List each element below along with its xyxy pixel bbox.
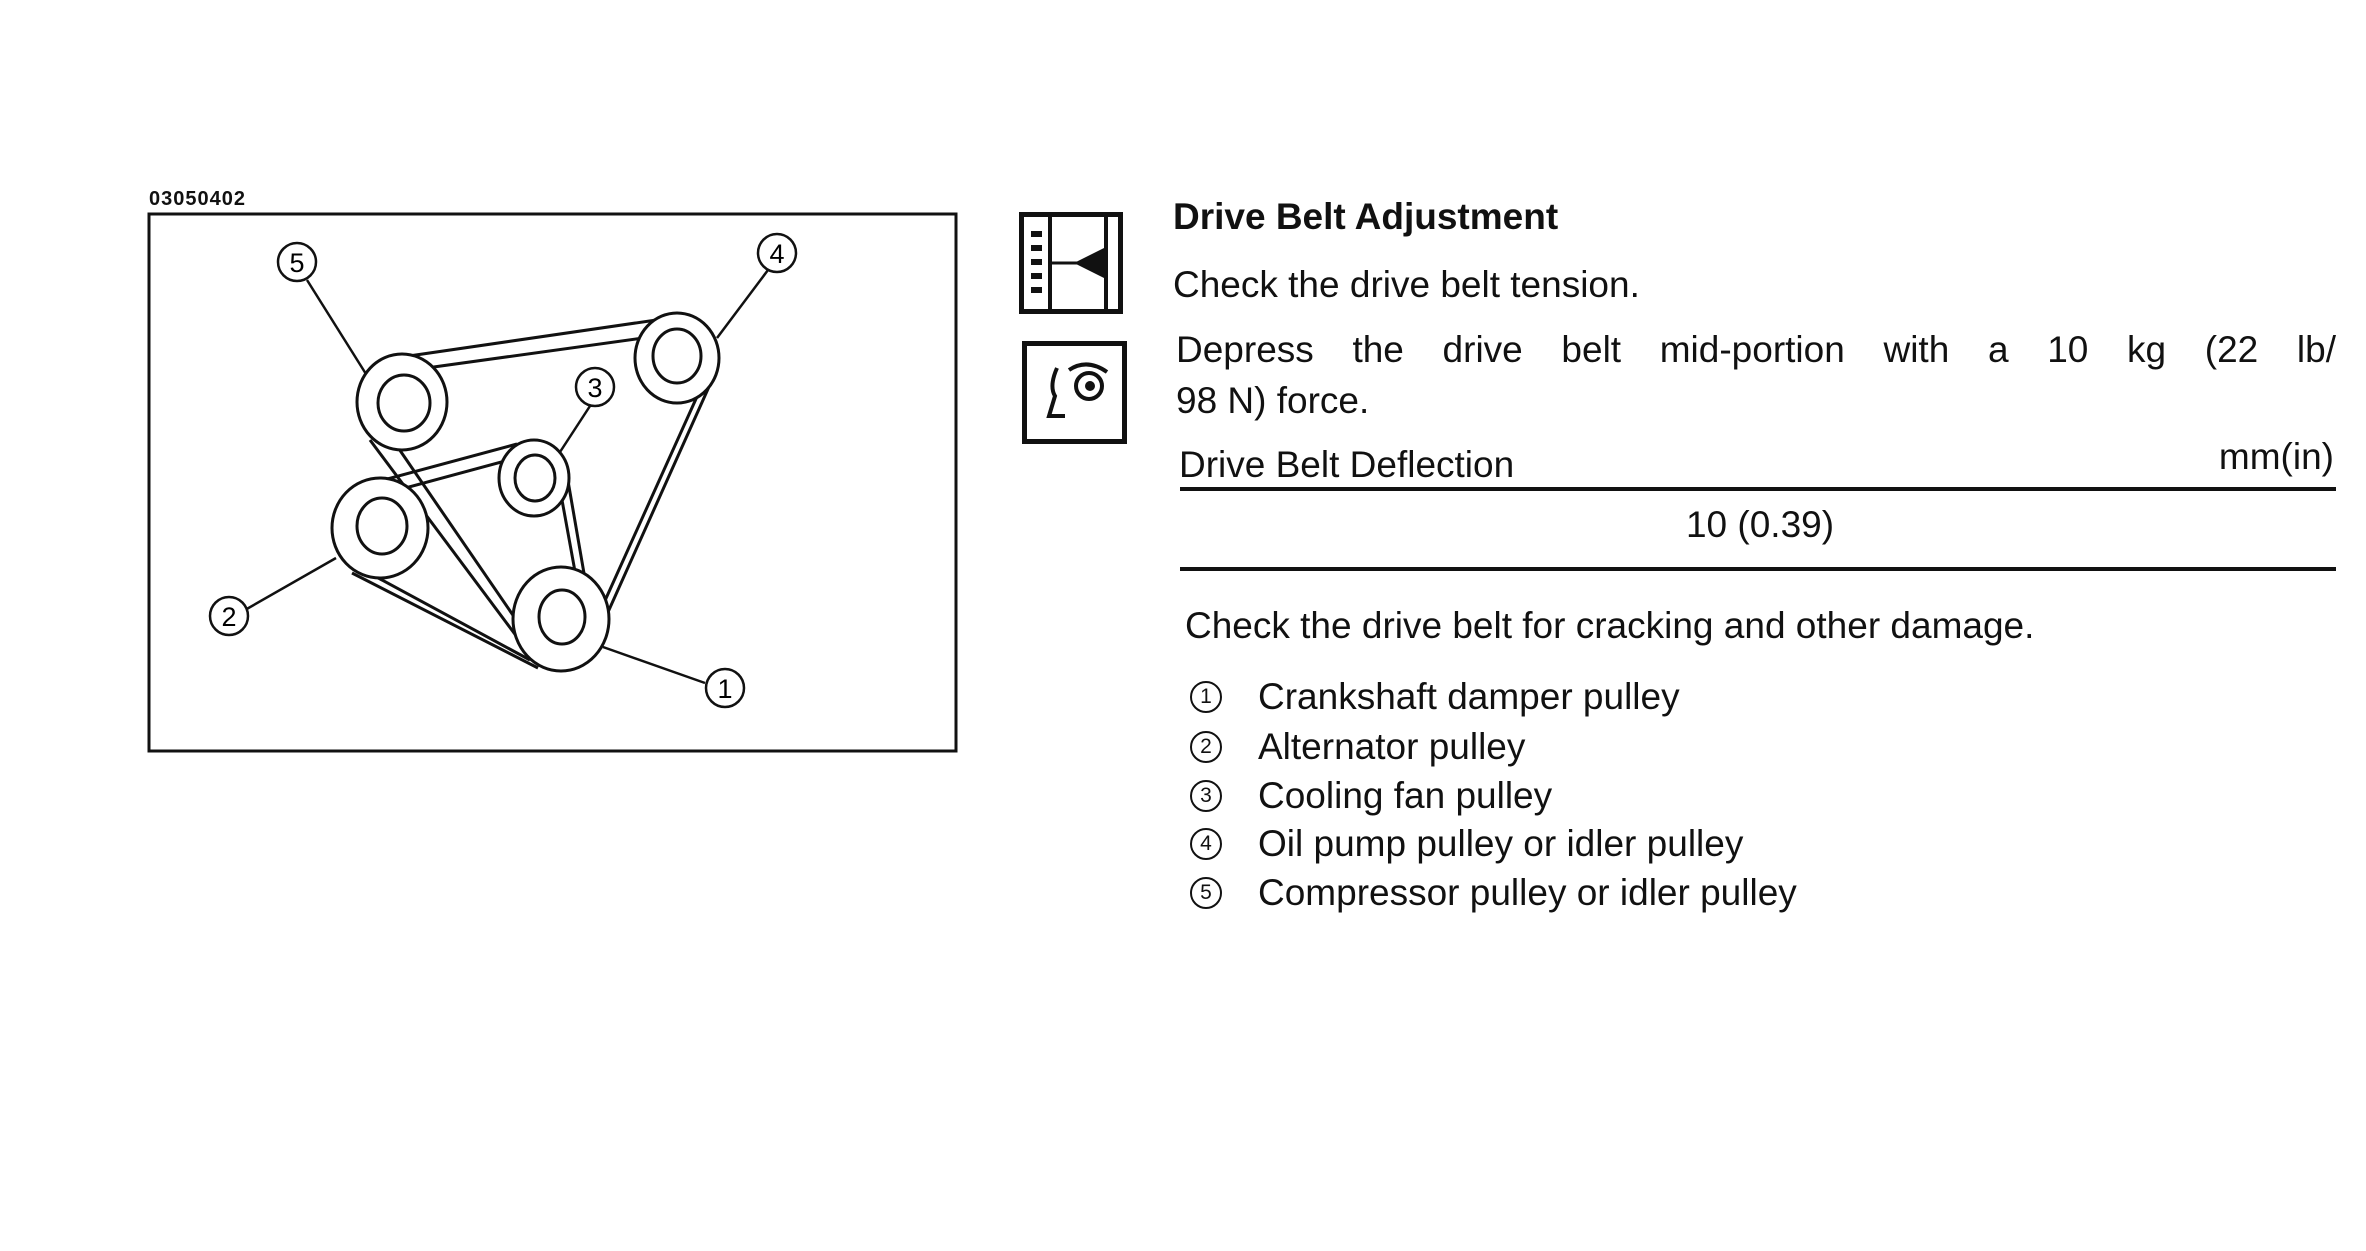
legend-item: 1 Crankshaft damper pulley <box>1190 676 1680 718</box>
spec-label: Drive Belt Deflection <box>1179 444 1515 485</box>
spec-unit: mm(in) <box>2218 436 2334 477</box>
callout-1: 1 <box>704 667 746 709</box>
pulley-2 <box>330 476 430 580</box>
legend-label: Compressor pulley or idler pulley <box>1258 872 1797 913</box>
leader-lines <box>244 269 769 685</box>
legend-label: Crankshaft damper pulley <box>1258 676 1680 717</box>
pulley-5 <box>355 352 449 452</box>
legend-label: Oil pump pulley or idler pulley <box>1258 823 1744 864</box>
callout-4: 4 <box>756 232 798 274</box>
spec-table-top-rule <box>1180 487 2336 491</box>
step-depress-line2: 98 N) force. <box>1176 380 1370 421</box>
diagram-frame <box>147 212 958 753</box>
spec-value: 10 (0.39) <box>1685 504 1835 545</box>
step-depress-line1: Depress the drive belt mid-portion with … <box>1176 329 2336 370</box>
pulley-1 <box>511 565 611 673</box>
svg-text:3: 3 <box>587 373 602 403</box>
svg-text:4: 4 <box>769 239 784 269</box>
legend-label: Alternator pulley <box>1258 726 1526 767</box>
callout-2: 2 <box>208 595 250 637</box>
adjustment-icon <box>1019 212 1123 314</box>
legend-item: 4 Oil pump pulley or idler pulley <box>1190 823 1743 865</box>
legend-label: Cooling fan pulley <box>1258 775 1553 816</box>
legend-item: 5 Compressor pulley or idler pulley <box>1190 872 1797 914</box>
legend-item: 2 Alternator pulley <box>1190 726 1525 768</box>
pulley-3 <box>497 438 571 518</box>
section-title: Drive Belt Adjustment <box>1173 196 1559 237</box>
figure-id: 03050402 <box>149 188 246 210</box>
spec-table-bottom-rule <box>1180 567 2336 571</box>
callout-5: 5 <box>276 241 318 283</box>
legend-number: 3 <box>1190 780 1222 812</box>
svg-text:2: 2 <box>221 602 236 632</box>
pulley-4 <box>633 311 721 405</box>
svg-text:5: 5 <box>289 248 304 278</box>
step-check-damage: Check the drive belt for cracking and ot… <box>1185 605 2035 646</box>
legend-number: 4 <box>1190 828 1222 860</box>
legend-number: 1 <box>1190 681 1222 713</box>
callout-3: 3 <box>574 366 616 408</box>
visual-inspection-icon <box>1022 341 1127 444</box>
legend-number: 2 <box>1190 731 1222 763</box>
legend-item: 3 Cooling fan pulley <box>1190 775 1552 817</box>
svg-text:1: 1 <box>717 674 732 704</box>
step-check-tension: Check the drive belt tension. <box>1173 264 1640 305</box>
legend-number: 5 <box>1190 877 1222 909</box>
drive-belt-diagram: 5 4 3 2 1 <box>147 212 958 753</box>
